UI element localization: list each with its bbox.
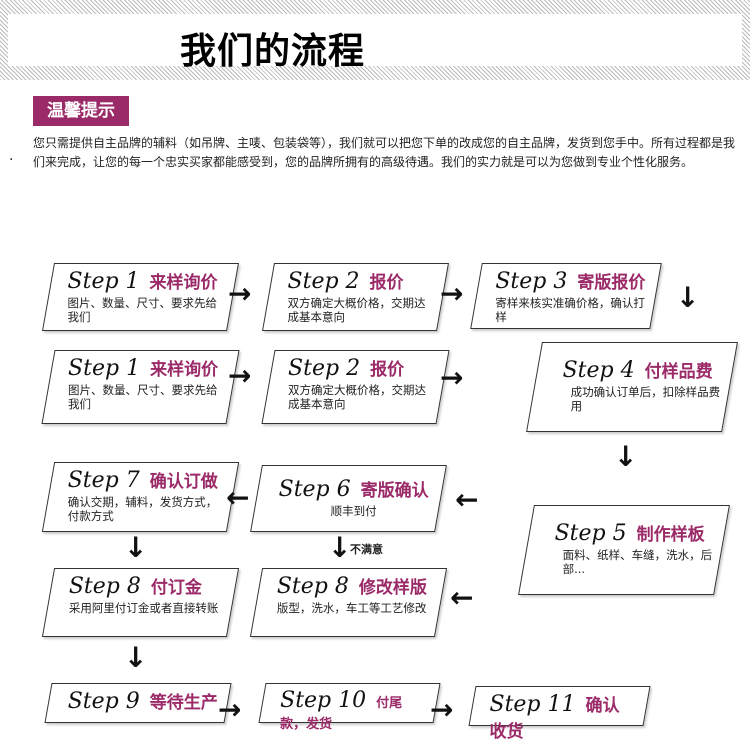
- arrow-right: →: [228, 359, 252, 392]
- step-box: Step 6 寄版确认顺丰到付: [250, 465, 447, 532]
- arrow-left: ←: [450, 581, 474, 614]
- page-title: 我们的流程: [180, 31, 366, 72]
- step-number: Step 8: [68, 574, 141, 599]
- step-box: Step 8 付订金采用阿里付订金或者直接转账: [41, 568, 240, 637]
- step-number: Step 2: [288, 356, 361, 381]
- arrow-down: ↓: [614, 440, 638, 473]
- arrow-left: ←: [226, 481, 250, 514]
- step-description: 版型，洗水，车工等工艺修改: [276, 601, 427, 615]
- step-name: 寄版确认: [360, 481, 429, 501]
- header-banner: 我们的流程: [0, 0, 750, 80]
- step-number: Step 1: [68, 356, 141, 381]
- step-name: 确认订做: [149, 472, 218, 492]
- arrow-down: ↓: [124, 531, 148, 564]
- step-box: Step 1 来样询价图片、数量、尺寸、要求先给我们: [42, 263, 239, 331]
- step-box: Step 3 寄版报价寄样来核实准确价格，确认打样: [470, 263, 662, 329]
- step-name: 报价: [369, 273, 404, 293]
- step-description: 确认交期，辅料，发货方式，付款方式: [67, 495, 218, 523]
- step-description: 顺丰到付: [330, 504, 377, 518]
- step-number: Step 4: [562, 358, 635, 383]
- arrow-right: →: [440, 277, 464, 310]
- step-name: 制作样板: [636, 525, 705, 545]
- step-box: Step 2 报价双方确定大概价格，交期达成基本意向: [261, 350, 450, 424]
- tip-badge: 温馨提示: [33, 96, 129, 126]
- arrow-right: →: [440, 361, 464, 394]
- step-box: Step 1 来样询价图片、数量、尺寸、要求先给我们: [41, 350, 240, 424]
- arrow-left: ←: [455, 483, 479, 516]
- arrow-right: →: [228, 277, 252, 310]
- step-box: Step 7 确认订做确认交期，辅料，发货方式，付款方式: [41, 462, 240, 532]
- step-name: 付订金: [150, 578, 202, 598]
- step-name: 来样询价: [149, 273, 218, 293]
- step-description: 图片、数量、尺寸、要求先给我们: [68, 383, 218, 411]
- arrow-down: ↓: [676, 281, 700, 314]
- step-name: 寄版报价: [577, 273, 646, 293]
- step-description: 面料、纸样、车缝，洗水，后部...: [562, 548, 713, 576]
- step-number: Step 11: [489, 692, 576, 717]
- step-description: 成功确认订单后，扣除样品费用: [570, 385, 721, 413]
- step-number: Step 9: [67, 689, 140, 714]
- step-description: 双方确定大概价格，交期达成基本意向: [288, 383, 427, 411]
- step-number: Step 1: [67, 269, 140, 294]
- arrow-right: →: [218, 693, 242, 726]
- step-box: Step 2 报价双方确定大概价格，交期达成基本意向: [262, 263, 449, 331]
- step-description: 双方确定大概价格，交期达成基本意向: [287, 296, 426, 324]
- step-description: 图片、数量、尺寸、要求先给我们: [67, 296, 218, 324]
- step-box: Step 5 制作样板面料、纸样、车缝，洗水，后部...: [518, 505, 730, 595]
- step-description: 采用阿里付订金或者直接转账: [68, 601, 219, 615]
- intro-text: 您只需提供自主品牌的辅料（如吊牌、主唛、包装袋等），我们就可以把您下单的改成您的…: [33, 136, 736, 169]
- step-number: Step 5: [554, 521, 627, 546]
- step-number: Step 7: [67, 468, 140, 493]
- step-box: Step 8 修改样版版型，洗水，车工等工艺修改: [249, 568, 448, 637]
- step-box: Step 4 付样品费成功确认订单后，扣除样品费用: [526, 342, 738, 432]
- step-name: 等待生产: [149, 693, 218, 713]
- step-box: Step 9 等待生产: [44, 683, 232, 723]
- step-number: Step 10: [280, 688, 367, 713]
- step-name: 付样品费: [644, 362, 713, 382]
- step-number: Step 6: [278, 477, 351, 502]
- step-description: 寄样来核实准确价格，确认打样: [495, 296, 645, 324]
- bullet: ·: [9, 152, 14, 168]
- step-name: 报价: [370, 360, 405, 380]
- not-satisfied-label: 不满意: [350, 543, 383, 556]
- arrow-down: ↓: [124, 641, 148, 674]
- step-number: Step 8: [276, 574, 349, 599]
- arrow-right: →: [430, 693, 454, 726]
- arrow-down: ↓: [328, 531, 352, 564]
- step-name: 修改样版: [358, 578, 427, 598]
- step-number: Step 3: [495, 269, 568, 294]
- step-number: Step 2: [287, 269, 360, 294]
- step-name: 来样询价: [150, 360, 219, 380]
